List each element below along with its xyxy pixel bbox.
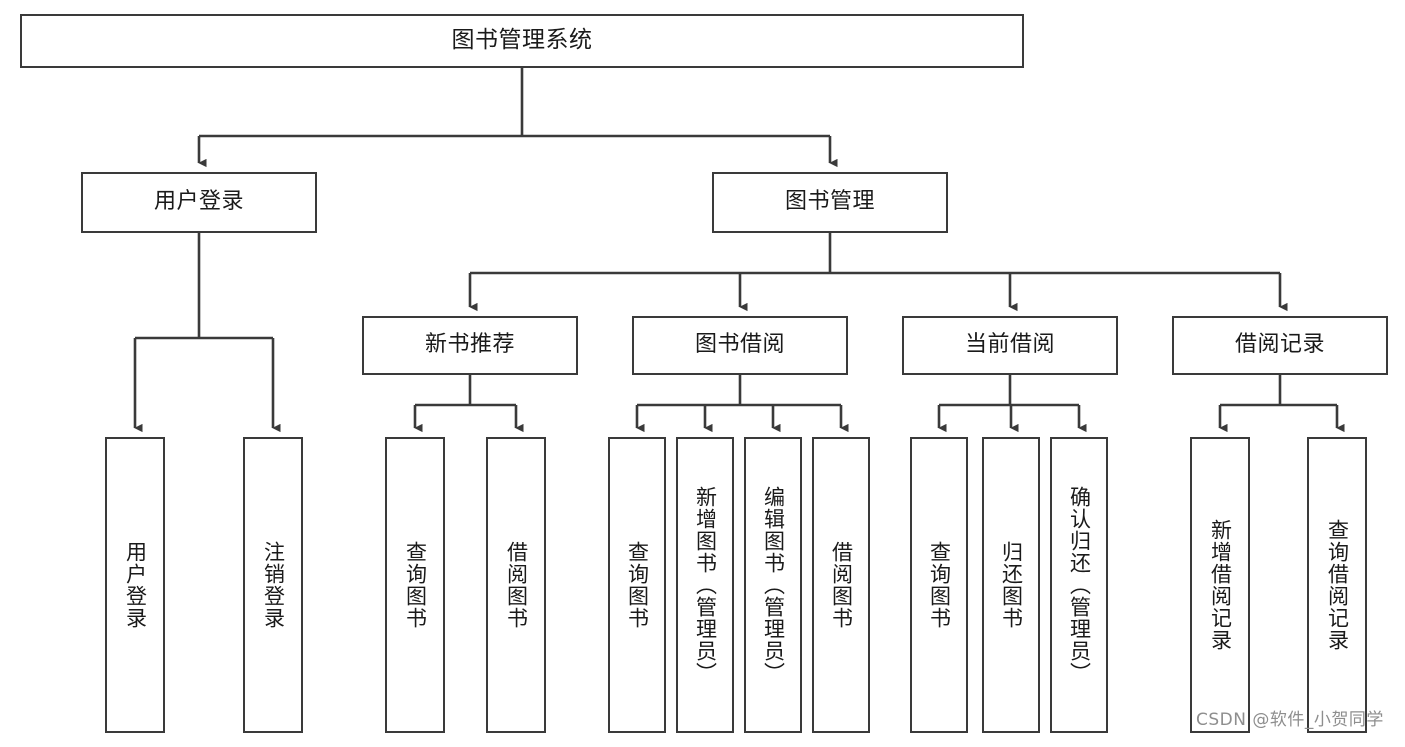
node-leaf-confirm-return[interactable]: 确认归还（管理员） <box>1050 437 1108 733</box>
node-leaf-add-book[interactable]: 新增图书（管理员） <box>676 437 734 733</box>
node-label: 当前借阅 <box>964 332 1055 358</box>
node-label: 借阅图书 <box>829 541 854 629</box>
node-label: 归还图书 <box>999 541 1024 629</box>
node-label: 查询借阅记录 <box>1325 519 1350 651</box>
node-label: 借阅记录 <box>1234 332 1325 358</box>
node-new-book-recommend[interactable]: 新书推荐 <box>362 316 578 375</box>
node-leaf-borrow-book-2[interactable]: 借阅图书 <box>812 437 870 733</box>
node-label: 查询图书 <box>403 541 428 629</box>
node-leaf-edit-book[interactable]: 编辑图书（管理员） <box>744 437 802 733</box>
node-label: 新增图书（管理员） <box>693 486 718 684</box>
node-leaf-query-book-3[interactable]: 查询图书 <box>910 437 968 733</box>
node-root-system[interactable]: 图书管理系统 <box>20 14 1024 68</box>
node-current-borrow[interactable]: 当前借阅 <box>902 316 1118 375</box>
node-label: 查询图书 <box>625 541 650 629</box>
node-label: 图书管理系统 <box>451 27 593 54</box>
node-label: 借阅图书 <box>504 541 529 629</box>
node-leaf-user-login[interactable]: 用户登录 <box>105 437 165 733</box>
node-label: 用户登录 <box>123 541 148 629</box>
node-label: 图书借阅 <box>694 332 785 358</box>
node-label: 编辑图书（管理员） <box>761 486 786 684</box>
node-label: 图书管理 <box>784 189 875 215</box>
node-label: 查询图书 <box>927 541 952 629</box>
node-borrow-record[interactable]: 借阅记录 <box>1172 316 1388 375</box>
node-label: 用户登录 <box>153 189 244 215</box>
node-leaf-return-book[interactable]: 归还图书 <box>982 437 1040 733</box>
node-leaf-query-book-1[interactable]: 查询图书 <box>385 437 445 733</box>
node-book-management[interactable]: 图书管理 <box>712 172 948 233</box>
csdn-watermark: CSDN @软件_小贺同学 <box>1196 710 1384 730</box>
node-label: 确认归还（管理员） <box>1067 486 1092 684</box>
node-leaf-query-book-2[interactable]: 查询图书 <box>608 437 666 733</box>
node-label: 新书推荐 <box>424 332 515 358</box>
node-leaf-borrow-book-1[interactable]: 借阅图书 <box>486 437 546 733</box>
node-book-borrow[interactable]: 图书借阅 <box>632 316 848 375</box>
node-leaf-add-borrow-record[interactable]: 新增借阅记录 <box>1190 437 1250 733</box>
node-leaf-logout[interactable]: 注销登录 <box>243 437 303 733</box>
node-label: 注销登录 <box>261 541 286 629</box>
node-label: 新增借阅记录 <box>1208 519 1233 651</box>
node-user-login[interactable]: 用户登录 <box>81 172 317 233</box>
node-leaf-query-borrow-record[interactable]: 查询借阅记录 <box>1307 437 1367 733</box>
